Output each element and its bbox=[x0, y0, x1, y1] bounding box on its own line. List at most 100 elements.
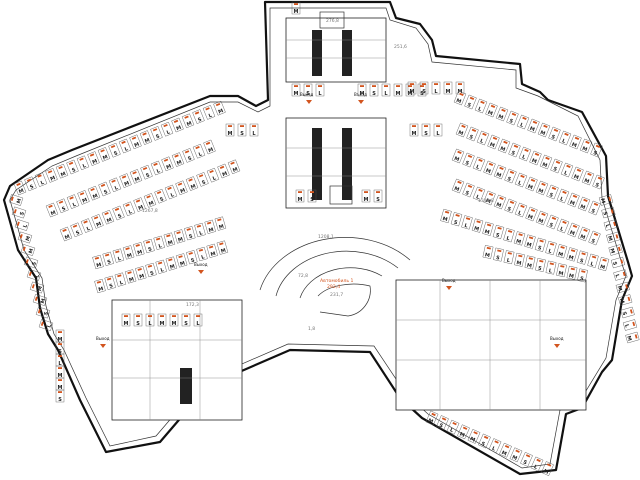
parking-space-icon: L bbox=[108, 177, 122, 193]
parking-space-icon: S bbox=[108, 142, 121, 158]
parking-space-icon: M bbox=[206, 243, 218, 258]
parking-space-icon: S bbox=[504, 168, 517, 184]
svg-text:Выход: Выход bbox=[194, 262, 208, 267]
svg-text:L: L bbox=[559, 196, 565, 203]
parking-space-icon: M bbox=[357, 83, 367, 97]
svg-text:S: S bbox=[190, 257, 195, 264]
parking-space-icon: S bbox=[11, 206, 27, 219]
svg-text:L: L bbox=[166, 129, 172, 136]
svg-text:L: L bbox=[475, 164, 481, 171]
parking-space-icon: M bbox=[525, 176, 538, 192]
svg-text:M: M bbox=[485, 198, 492, 205]
parking-space-icon: M bbox=[513, 231, 526, 246]
svg-text:M: M bbox=[396, 91, 401, 97]
parking-space-icon: M bbox=[525, 206, 538, 222]
parking-space-icon: M bbox=[20, 244, 35, 256]
parking-space-icon: L bbox=[603, 219, 618, 231]
parking-space-icon: L bbox=[193, 313, 203, 327]
parking-space-icon: L bbox=[194, 222, 206, 238]
parking-space-icon: S bbox=[493, 247, 504, 262]
parking-space-icon: S bbox=[186, 250, 198, 265]
svg-text:S: S bbox=[147, 246, 152, 253]
parking-space-icon: M bbox=[606, 231, 621, 244]
svg-text:S: S bbox=[424, 131, 428, 137]
svg-text:S: S bbox=[453, 219, 458, 226]
parking-space-icon: M bbox=[451, 178, 465, 194]
svg-text:L: L bbox=[613, 274, 620, 279]
parking-space-icon: M bbox=[493, 194, 507, 210]
svg-text:M: M bbox=[28, 248, 35, 255]
parking-space-icon: L bbox=[530, 456, 544, 472]
parking-space-icon: M bbox=[181, 113, 195, 129]
svg-text:M: M bbox=[618, 298, 625, 304]
parking-space-icon: S bbox=[237, 123, 247, 137]
svg-text:S: S bbox=[113, 150, 119, 157]
parking-space-icon: L bbox=[461, 215, 473, 230]
parking-space-icon: S bbox=[478, 433, 491, 449]
parking-space-icon: S bbox=[548, 126, 561, 142]
parking-space-icon: S bbox=[143, 238, 155, 254]
svg-text:S: S bbox=[310, 197, 314, 203]
parking-space-icon: L bbox=[514, 202, 528, 218]
parking-space-icon: S bbox=[56, 198, 69, 214]
svg-text:S: S bbox=[19, 211, 26, 217]
svg-text:S: S bbox=[58, 349, 62, 355]
svg-text:M: M bbox=[458, 89, 463, 95]
parking-space-icon: M bbox=[487, 134, 500, 150]
svg-text:M: M bbox=[58, 373, 63, 379]
svg-text:L: L bbox=[128, 209, 134, 216]
parking-space-icon: L bbox=[153, 235, 165, 250]
svg-text:M: M bbox=[558, 270, 564, 277]
parking-space-icon: S bbox=[66, 159, 79, 175]
parking-space-icon: L bbox=[433, 123, 443, 137]
parking-space-icon: M bbox=[173, 229, 186, 244]
parking-space-icon: M bbox=[451, 148, 465, 164]
parking-space-icon: M bbox=[499, 442, 512, 458]
parking-space-icon: M bbox=[467, 429, 481, 444]
parking-space-icon: M bbox=[527, 118, 540, 134]
svg-text:L: L bbox=[533, 464, 539, 471]
svg-text:M: M bbox=[568, 273, 574, 280]
svg-text:M: M bbox=[96, 262, 102, 269]
svg-text:M: M bbox=[455, 98, 462, 105]
parking-space-icon: L bbox=[114, 272, 127, 287]
svg-text:M: M bbox=[485, 168, 492, 175]
parking-space-icon: L bbox=[622, 319, 638, 331]
parking-space-icon: M bbox=[225, 123, 235, 137]
parking-space-icon: S bbox=[462, 152, 475, 168]
parking-space-icon: L bbox=[160, 121, 174, 137]
svg-text:S: S bbox=[464, 160, 470, 167]
parking-space-icon: L bbox=[38, 319, 53, 331]
exit-marker-5: Выход bbox=[442, 278, 456, 290]
parking-space-icon: M bbox=[539, 154, 553, 170]
parking-space-icon: M bbox=[45, 168, 58, 183]
parking-space-icon: M bbox=[129, 169, 143, 184]
parking-space-icon: M bbox=[524, 255, 536, 270]
svg-text:L: L bbox=[519, 122, 525, 129]
svg-text:M: M bbox=[557, 251, 563, 258]
parking-space-icon: S bbox=[104, 275, 116, 290]
parking-space-icon: L bbox=[545, 260, 557, 275]
parking-space-icon: L bbox=[476, 130, 490, 146]
svg-text:S: S bbox=[466, 102, 472, 109]
parking-space-icon: M bbox=[55, 163, 69, 179]
parking-space-icon: L bbox=[202, 105, 216, 120]
svg-text:M: M bbox=[177, 236, 183, 243]
building-outline bbox=[2, 0, 634, 476]
svg-text:M: M bbox=[412, 131, 417, 137]
parking-space-icon: M bbox=[625, 331, 640, 344]
parking-space-icon: M bbox=[407, 81, 417, 95]
svg-text:S: S bbox=[510, 150, 516, 157]
parking-space-icon: L bbox=[145, 313, 155, 327]
svg-text:M: M bbox=[167, 240, 173, 247]
svg-text:M: M bbox=[64, 234, 71, 241]
parking-space-icon: L bbox=[112, 248, 125, 263]
area-label-left: 1267,8 bbox=[142, 208, 158, 214]
parking-space-icon: M bbox=[524, 234, 536, 249]
parking-space-icon: S bbox=[181, 313, 191, 327]
svg-text:Выход: Выход bbox=[96, 336, 110, 341]
parking-space-icon: M bbox=[175, 180, 188, 196]
area-label-small: 1,8 bbox=[308, 326, 315, 332]
svg-text:S: S bbox=[117, 213, 123, 220]
svg-text:M: M bbox=[179, 188, 186, 195]
